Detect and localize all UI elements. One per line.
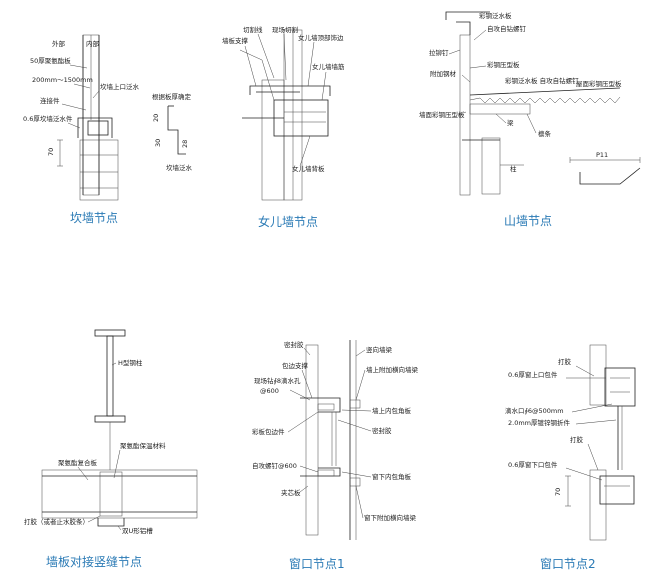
flashing-label-3: 彩钢泛水板	[479, 11, 512, 20]
roof-panel-line	[469, 87, 621, 96]
foam-label: 聚氨酯保温材料	[120, 441, 166, 450]
gable-wall-panel	[459, 34, 471, 196]
trim-label-5: 彩板包边件	[252, 427, 285, 436]
drip-label: 滴水口∮6@500mm	[505, 406, 564, 415]
sealant-label-5: 密封胶	[284, 340, 304, 349]
connector-label: 连接件	[40, 96, 60, 105]
gable-flashing-sketch	[579, 167, 641, 185]
flashing-label: 0.6厚坎墙泛水件	[23, 114, 73, 123]
lower-trim-label: 窗下内包角板	[372, 472, 412, 481]
column-label-4: H型钢柱	[118, 358, 143, 367]
brace-label: 墙板支撑	[222, 36, 249, 45]
sealant-label-4: 打胶（或者止水胶条）	[24, 517, 89, 526]
flashing-trim	[77, 117, 113, 138]
window1-wall-panel	[305, 344, 319, 536]
flashing-profile-sketch	[167, 106, 186, 155]
detail-parapet: 墙板支撑 切割线 现场切割 女儿墙顶部饰边 女儿墙墙筋 女儿墙背板	[222, 25, 345, 201]
caption-vertical-joint: 墙板对接竖缝节点	[46, 554, 142, 569]
profiled-label: 彩钢压型板	[487, 60, 520, 69]
beam-label: 梁	[507, 118, 514, 127]
caption-wall-base: 坎墙节点	[70, 211, 118, 225]
caption-window-1: 窗口节点1	[289, 557, 345, 571]
gable-top-flashing	[445, 11, 490, 20]
caption-gable: 山墙节点	[504, 214, 552, 228]
dim-20-label: 20	[152, 114, 160, 122]
composite-label: 聚氨酯复合板	[58, 458, 98, 467]
parapet-top-trim	[249, 85, 331, 96]
inner-trim-label: 墙上内包角板	[372, 406, 412, 415]
gutter-label: 2.0mm厚镀锌钢折件	[508, 418, 571, 427]
channel-label: 双U形铝槽	[122, 526, 153, 535]
wall-panel-label: 墙面彩钢压型板	[419, 110, 465, 119]
wrap-label: 包边支撑	[282, 361, 309, 370]
window2-upper-panel	[589, 344, 607, 406]
detail-window-1: 密封胶 包边支撑 现场钻∮8滴水孔 @600 彩板包边件 自攻螺钉@600 夹芯…	[252, 340, 419, 540]
sealant2-label-6: 打胶	[570, 435, 584, 444]
gable-beam	[469, 103, 531, 115]
sealant2-label-5: 密封胶	[372, 426, 392, 435]
base-wall-block	[79, 139, 119, 201]
rib-label: 女儿墙墙筋	[312, 62, 345, 71]
composite-panels	[41, 469, 198, 519]
top-trim-label-2: 女儿墙顶部饰边	[298, 33, 344, 42]
sealant-label-6: 打胶	[558, 357, 572, 366]
lower-beam-label: 窗下附加横向墙梁	[364, 513, 417, 522]
rivet-label: 拉铆钉	[429, 48, 449, 57]
detail-vertical-joint: H型钢柱 聚氨酯保温材料 聚氨酯复合板 打胶（或者止水胶条） 双U形铝槽	[24, 329, 198, 535]
caption-window-2: 窗口节点2	[540, 557, 596, 571]
caption-parapet: 女儿墙节点	[258, 214, 318, 229]
screw-label: 自攻自钻螺钉	[487, 24, 527, 33]
window1-upper-trim	[300, 397, 341, 413]
upper-beam-label: 墙上附加横向墙梁	[366, 365, 419, 374]
thickness-note-label: 根据板厚确定	[152, 92, 192, 101]
lower-trim-label-6: 0.6厚窗下口包件	[508, 460, 558, 469]
parapet-wall	[261, 79, 285, 201]
column-label: 柱	[510, 164, 517, 173]
spacing-label: 200mm～1500mm	[32, 76, 93, 84]
dim-30-label: 30	[154, 139, 162, 147]
purlin-label: 檩条	[538, 129, 552, 138]
extra-steel-label: 附加钢材	[430, 69, 457, 78]
screw-label-5: 自攻螺钉@600	[252, 461, 297, 470]
panel-label: 50厚聚氨酯板	[30, 56, 71, 65]
insulation-fill	[99, 471, 123, 517]
gable-dim-label: P11	[596, 151, 608, 159]
detail-window-2: 70 打胶 0.6厚窗上口包件 滴水口∮6@500mm 2.0mm厚镀锌钢折件 …	[505, 344, 636, 541]
drill-label: 现场钻∮8滴水孔	[254, 376, 301, 385]
window2-lower-panel	[589, 469, 607, 541]
spacing-label-5: @600	[260, 387, 279, 395]
outside-label: 外部	[52, 39, 66, 48]
upper-trim-label-6: 0.6厚窗上口包件	[508, 370, 558, 379]
h-column-bottom-flange	[94, 415, 126, 423]
flashing2-label: 彩钢泛水板 自攻自钻螺钉	[505, 76, 579, 85]
h-column-web	[106, 335, 114, 417]
window2-lower-box	[599, 475, 635, 505]
field-cut-label: 现场切割	[272, 25, 299, 34]
cut-label: 切割线	[243, 25, 263, 34]
detail-wall-base: 70 外部 内部 50厚聚氨酯板 200mm～1500mm 坎墙上口泛水 连接件…	[23, 34, 193, 201]
small-note-label: 坎墙泛水	[166, 163, 193, 172]
inside-label: 内部	[86, 39, 100, 48]
beam-label-5: 竖向墙梁	[366, 345, 393, 354]
roof-profile	[469, 96, 621, 104]
back-label: 女儿墙背板	[292, 164, 325, 173]
top-trim-label: 坎墙上口泛水	[100, 82, 140, 91]
roof-panel-label: 屋面彩钢压型板	[576, 79, 622, 88]
dim-28-label: 28	[181, 140, 189, 148]
detail-gable: 彩钢泛水板 自攻自钻螺钉 拉铆钉 彩钢压型板 附加钢材 彩钢泛水板 自攻自钻螺钉…	[419, 11, 641, 196]
gable-column	[481, 137, 501, 195]
window2-upper-box	[604, 367, 636, 407]
h-column-top-flange	[94, 329, 126, 337]
aluminum-channel	[97, 518, 125, 527]
dim-70-label: 70	[47, 148, 55, 156]
sandwich-label: 夹芯板	[281, 488, 301, 497]
dim-70-label-6: 70	[554, 488, 562, 496]
